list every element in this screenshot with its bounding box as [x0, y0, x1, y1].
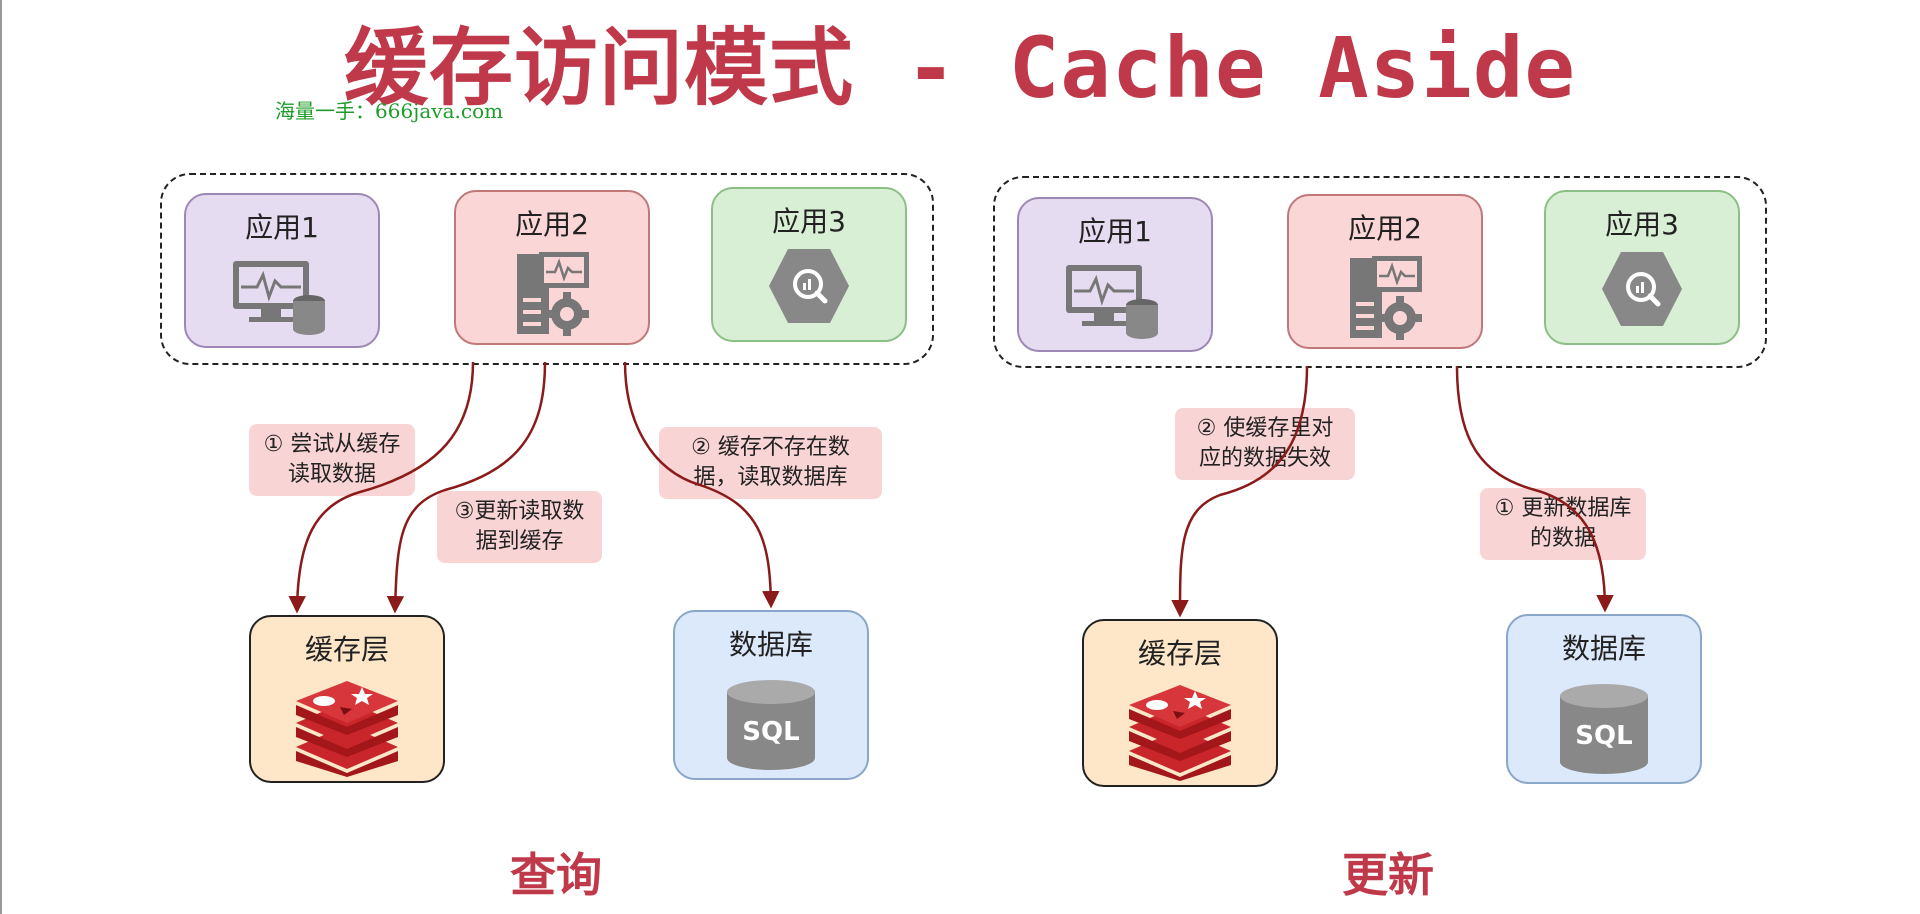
watermark: 海量一手：666java.com: [275, 99, 504, 123]
left-app2-box: 应用2: [454, 190, 650, 345]
monitor-database-icon: [1066, 265, 1158, 339]
cache-label: 缓存层: [304, 633, 389, 666]
right-db-box: 数据库 SQL: [1506, 614, 1702, 784]
right-app-group: [993, 176, 1767, 368]
left-note-step2: ② 缓存不存在数 据，读取数据库: [659, 427, 882, 499]
right-app1-box: 应用1: [1017, 197, 1213, 352]
left-cache-box: 缓存层: [249, 615, 445, 783]
server-gear-icon: [517, 252, 589, 336]
hexagon-search-icon: [769, 249, 849, 323]
cache-label: 缓存层: [1137, 637, 1222, 670]
app2-label: 应用2: [1348, 212, 1422, 245]
app2-label: 应用2: [515, 208, 589, 241]
page-title: 缓存访问模式 - Cache Aside: [343, 19, 1576, 117]
arrow-right-step2: [1171, 365, 1309, 618]
arrow-left-step2: [623, 361, 780, 609]
arrow-left-step1: [288, 361, 475, 614]
right-app3-box: 应用3: [1544, 190, 1740, 345]
left-app-group: [160, 173, 934, 365]
monitor-database-icon: [233, 261, 325, 335]
app3-label: 应用3: [1605, 208, 1679, 241]
left-db-box: 数据库 SQL: [673, 610, 869, 780]
right-note-step2: ② 使缓存里对 应的数据失效: [1175, 408, 1355, 480]
left-app1-box: 应用1: [184, 193, 380, 348]
app1-label: 应用1: [1078, 215, 1152, 248]
app3-label: 应用3: [772, 205, 846, 238]
redis-logo-icon: [1129, 685, 1231, 781]
sql-text: SQL: [742, 717, 799, 747]
sql-database-icon: SQL: [727, 680, 815, 770]
arrow-left-step3: [386, 361, 547, 614]
left-app3-box: 应用3: [711, 187, 907, 342]
redis-logo-icon: [296, 681, 398, 777]
left-section-label: 查询: [510, 848, 602, 902]
right-note-step1: ① 更新数据库 的数据: [1480, 488, 1646, 560]
hexagon-search-icon: [1602, 252, 1682, 326]
right-cache-box: 缓存层: [1082, 619, 1278, 787]
sql-text: SQL: [1575, 721, 1632, 751]
right-app2-box: 应用2: [1287, 194, 1483, 349]
db-label: 数据库: [728, 628, 813, 661]
sql-database-icon: SQL: [1560, 684, 1648, 774]
left-border: [0, 0, 2, 914]
left-note-step3: ③更新读取数 据到缓存: [437, 491, 602, 563]
app1-label: 应用1: [245, 211, 319, 244]
server-gear-icon: [1350, 256, 1422, 340]
right-section-label: 更新: [1342, 848, 1434, 902]
db-label: 数据库: [1561, 632, 1646, 665]
arrow-right-step1: [1455, 365, 1614, 613]
